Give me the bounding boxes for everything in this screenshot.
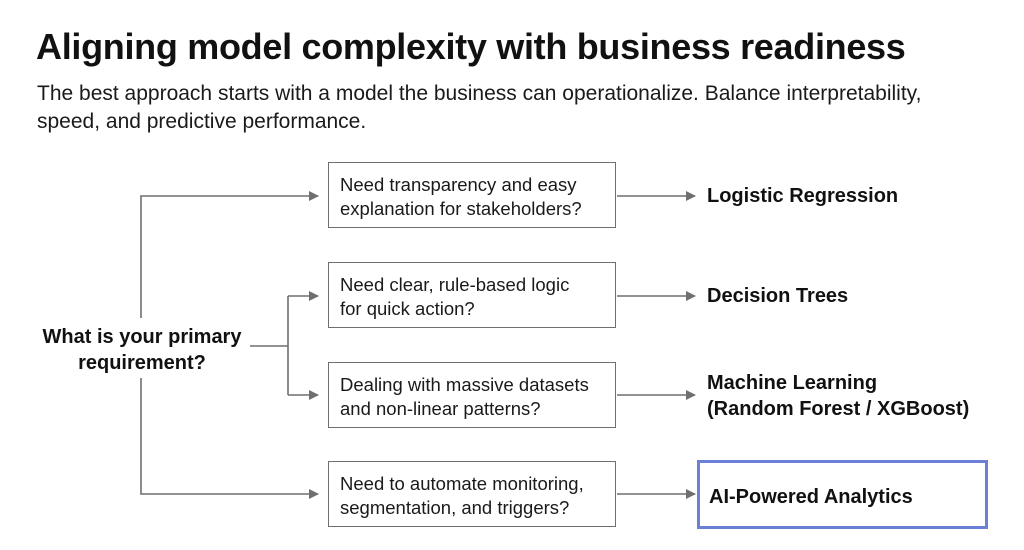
question-line: Need transparency and easy — [340, 174, 577, 195]
outcome-line: Logistic Regression — [707, 185, 899, 207]
page-subtitle: The best approach starts with a model th… — [37, 82, 922, 133]
page-title: Aligning model complexity with business … — [36, 26, 906, 67]
question-box-massive-datasets: Dealing with massive datasets and non-li… — [328, 362, 616, 428]
outcome-machine-learning: Machine Learning (Random Forest / XGBoos… — [707, 370, 969, 422]
question-line: Need to automate monitoring, — [340, 473, 584, 494]
outcome-line: (Random Forest / XGBoost) — [707, 398, 970, 420]
question-line: explanation for stakeholders? — [340, 198, 582, 219]
question-box-automation: Need to automate monitoring, segmentatio… — [328, 461, 616, 527]
connector-root-to-branch-4 — [140, 378, 319, 499]
outcome-ai-powered-analytics: AI-Powered Analytics — [697, 460, 988, 529]
question-line: Dealing with massive datasets — [340, 374, 589, 395]
outcome-decision-trees: Decision Trees — [707, 283, 848, 309]
outcome-line: AI-Powered Analytics — [709, 486, 913, 508]
root-question-line-1: What is your primary — [42, 326, 242, 348]
root-question: What is your primary requirement? — [22, 324, 262, 376]
outcome-logistic-regression: Logistic Regression — [707, 183, 898, 209]
question-line: segmentation, and triggers? — [340, 497, 570, 518]
question-line: for quick action? — [340, 298, 475, 319]
outcome-line: Decision Trees — [707, 285, 849, 307]
outcome-line: Machine Learning — [707, 372, 878, 394]
connector-root-to-branch-1 — [140, 191, 319, 318]
question-line: Need clear, rule-based logic — [340, 274, 570, 295]
question-box-transparency: Need transparency and easy explanation f… — [328, 162, 616, 228]
question-line: and non-linear patterns? — [340, 398, 541, 419]
question-box-rule-based: Need clear, rule-based logic for quick a… — [328, 262, 616, 328]
root-question-line-2: requirement? — [78, 352, 206, 374]
